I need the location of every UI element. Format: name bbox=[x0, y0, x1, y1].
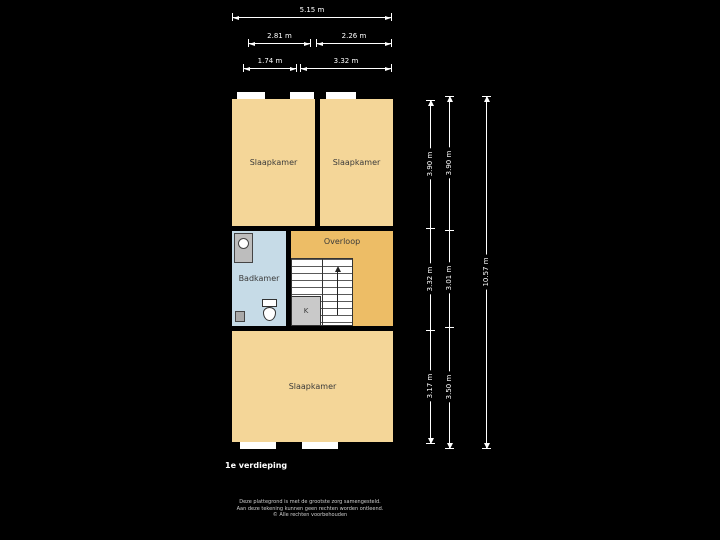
dimension-tick bbox=[243, 64, 244, 72]
dimension-tick bbox=[445, 327, 454, 328]
dimension-tick bbox=[316, 39, 317, 47]
dimension-label: 3.01 m bbox=[445, 262, 453, 294]
room-label: Badkamer bbox=[238, 274, 280, 283]
dimension-arrow-icon bbox=[483, 443, 490, 449]
bathroom-radiator bbox=[235, 311, 245, 322]
floorplan-drawing: Slaapkamer Slaapkamer Badkamer Overloop … bbox=[225, 92, 400, 449]
dimension-top-left-bedroom: 2.81 m bbox=[248, 32, 311, 48]
dimension-top-landing: 3.32 m bbox=[300, 57, 392, 73]
room-label: Slaapkamer bbox=[288, 382, 337, 391]
dimension-arrow-icon bbox=[483, 96, 490, 102]
dimension-label: 5.15 m bbox=[297, 6, 327, 15]
dimension-line bbox=[300, 68, 392, 69]
dimension-arrow-icon bbox=[446, 443, 453, 449]
window-marker bbox=[237, 92, 265, 99]
dimension-label: 3.50 m bbox=[445, 371, 453, 403]
dimension-line bbox=[316, 43, 392, 44]
dimension-arrow-icon bbox=[290, 67, 296, 71]
dimension-line bbox=[232, 17, 392, 18]
dimension-arrow-icon bbox=[427, 438, 434, 444]
dimension-tick bbox=[300, 64, 301, 72]
dimension-arrow-icon bbox=[427, 100, 434, 106]
disclaimer-text: Deze plattegrond is met de grootste zorg… bbox=[185, 499, 435, 519]
dimension-label: 10.57 m bbox=[482, 254, 490, 290]
dimension-tick bbox=[426, 443, 435, 444]
bathroom-vanity bbox=[234, 233, 253, 263]
dimension-tick bbox=[445, 96, 454, 97]
staircase-divider bbox=[322, 259, 323, 325]
dimension-label: 2.81 m bbox=[265, 32, 294, 41]
dimension-arrow-icon bbox=[317, 42, 323, 46]
disclaimer-line: Aan deze tekening kunnen geen rechten wo… bbox=[236, 505, 384, 512]
disclaimer-line: © Alle rechten voorbehouden bbox=[272, 512, 348, 518]
room-label: Slaapkamer bbox=[332, 158, 381, 167]
dimension-tick bbox=[310, 39, 311, 47]
dimension-top-right-bedroom: 2.26 m bbox=[316, 32, 392, 48]
dimension-tick bbox=[296, 64, 297, 72]
toilet-tank bbox=[262, 299, 277, 307]
dimension-label: 3.32 m bbox=[331, 57, 361, 66]
dimension-top-overall: 5.15 m bbox=[232, 6, 392, 22]
dimension-tick bbox=[391, 13, 392, 21]
dimension-arrow-icon bbox=[385, 67, 391, 71]
dimension-label: 1.74 m bbox=[255, 57, 285, 66]
dimension-label: 3.90 m bbox=[426, 148, 434, 180]
dimension-label: 3.90 m bbox=[445, 147, 453, 179]
dimension-tick bbox=[232, 13, 233, 21]
room-bathroom: Badkamer bbox=[232, 231, 286, 326]
dimension-right-col1: 3.90 m 3.32 m 3.17 m bbox=[422, 100, 438, 444]
bathroom-sink-icon bbox=[238, 238, 249, 249]
dimension-label: 3.32 m bbox=[426, 263, 434, 295]
toilet-icon bbox=[262, 299, 277, 321]
dimension-top-bathroom: 1.74 m bbox=[243, 57, 297, 73]
dimension-tick bbox=[391, 39, 392, 47]
dimension-arrow-icon bbox=[304, 42, 310, 46]
window-marker bbox=[326, 92, 356, 99]
dimension-tick bbox=[482, 448, 491, 449]
window-marker bbox=[302, 442, 338, 449]
window-marker bbox=[240, 442, 276, 449]
dimension-arrow-icon bbox=[385, 16, 391, 20]
dimension-arrow-icon bbox=[233, 16, 239, 20]
dimension-arrow-icon bbox=[249, 42, 255, 46]
dimension-tick bbox=[391, 64, 392, 72]
dimension-right-total: 10.57 m bbox=[478, 96, 494, 449]
floor-title: 1e verdieping bbox=[225, 461, 288, 470]
dimension-label: 2.26 m bbox=[339, 32, 369, 41]
dimension-arrow-icon bbox=[385, 42, 391, 46]
dimension-tick bbox=[482, 96, 491, 97]
dimension-arrow-icon bbox=[244, 67, 250, 71]
dimension-tick bbox=[445, 448, 454, 449]
closet-k: K bbox=[291, 296, 321, 326]
dimension-tick bbox=[426, 100, 435, 101]
room-label: Overloop bbox=[323, 237, 361, 246]
room-label: Slaapkamer bbox=[249, 158, 298, 167]
stairs-direction-arrow bbox=[334, 266, 341, 315]
dimension-arrow-icon bbox=[446, 96, 453, 102]
room-label: K bbox=[303, 307, 309, 315]
disclaimer-line: Deze plattegrond is met de grootste zorg… bbox=[239, 499, 381, 505]
dimension-arrow-icon bbox=[301, 67, 307, 71]
dimension-tick bbox=[426, 330, 435, 331]
dimension-label: 3.17 m bbox=[426, 370, 434, 402]
room-bedroom-bottom: Slaapkamer bbox=[232, 331, 393, 442]
room-bedroom-top-right: Slaapkamer bbox=[320, 99, 393, 226]
room-bedroom-top-left: Slaapkamer bbox=[232, 99, 315, 226]
window-marker bbox=[290, 92, 314, 99]
dimension-line bbox=[243, 68, 297, 69]
dimension-right-col2: 3.90 m 3.01 m 3.50 m bbox=[441, 96, 457, 449]
dimension-line bbox=[248, 43, 311, 44]
dimension-tick bbox=[445, 230, 454, 231]
toilet-bowl bbox=[263, 307, 276, 321]
dimension-tick bbox=[426, 228, 435, 229]
dimension-tick bbox=[248, 39, 249, 47]
